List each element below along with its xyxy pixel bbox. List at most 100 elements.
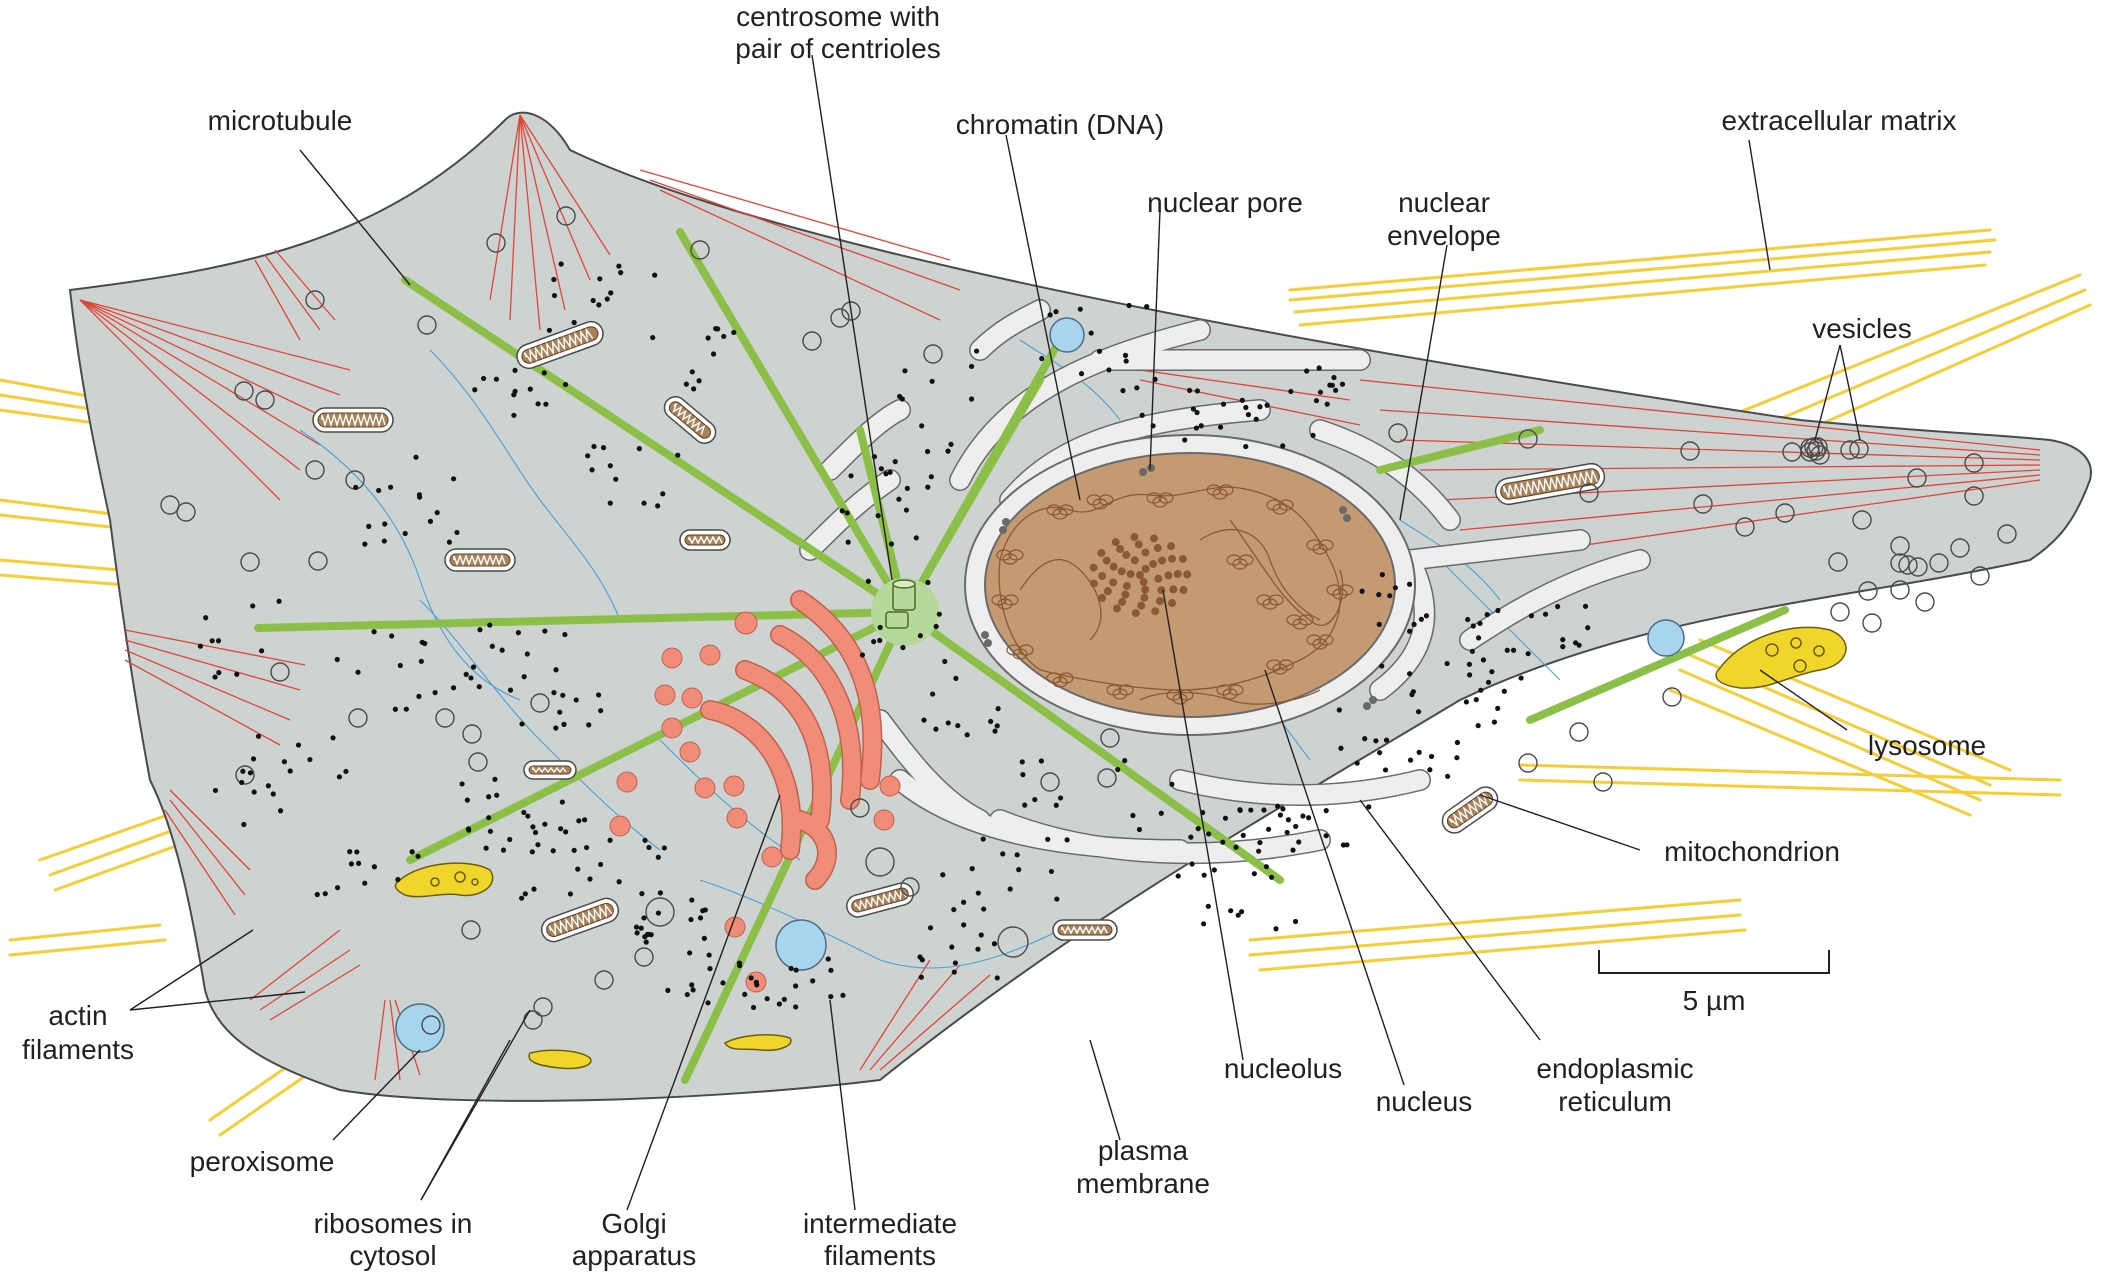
- ribosome: [878, 466, 884, 472]
- label-endoplasmic-reticulum: endoplasmic: [1536, 1053, 1693, 1084]
- ribosome: [1285, 817, 1292, 823]
- chromatin-loop: [1106, 684, 1122, 696]
- ribosome: [896, 496, 902, 502]
- ribosome: [551, 276, 557, 283]
- vesicle: [468, 752, 488, 772]
- ribosome: [295, 742, 302, 748]
- vesicle: [1097, 768, 1117, 788]
- vesicle: [308, 551, 328, 571]
- ribosome: [1475, 635, 1482, 641]
- nucleus: [984, 452, 1396, 718]
- label-chromatin: chromatin (DNA): [956, 109, 1164, 140]
- chromatin-loop: [1266, 499, 1282, 511]
- label-peroxisome: peroxisome: [190, 1146, 335, 1177]
- ribosome: [928, 474, 934, 480]
- chromatin-loop: [1262, 598, 1278, 610]
- ribosome: [353, 484, 359, 490]
- ribosome: [1053, 309, 1059, 315]
- chromatin-loop: [1212, 488, 1228, 500]
- ribosome: [543, 401, 549, 407]
- ribosome: [597, 861, 604, 868]
- ribosome: [1406, 581, 1413, 587]
- vesicle: [1970, 566, 1990, 586]
- ribosome: [992, 728, 998, 734]
- ribosome: [1373, 738, 1379, 744]
- ribosome: [684, 991, 690, 998]
- ribosome: [1407, 757, 1414, 763]
- ribosome: [1194, 409, 1200, 416]
- ribosome: [607, 463, 613, 469]
- ribosome: [276, 598, 282, 604]
- ribosome: [1466, 661, 1473, 667]
- ribosome: [1491, 719, 1498, 725]
- ribosome: [964, 732, 970, 738]
- vesicle: [1100, 728, 1120, 748]
- chromatin-loop: [1238, 554, 1254, 566]
- ribosome: [731, 329, 737, 336]
- ribosome: [1454, 755, 1460, 761]
- nucleolus-granule: [1140, 593, 1149, 602]
- ribosome: [1324, 401, 1330, 407]
- ribosome: [781, 996, 787, 1002]
- ribosome: [277, 808, 284, 814]
- chromatin-loop: [1332, 588, 1348, 600]
- nucleolus-granule: [1111, 538, 1120, 547]
- ribosome: [720, 980, 726, 986]
- ribosome: [1292, 918, 1299, 925]
- ribosome: [347, 849, 353, 855]
- ribosome: [434, 510, 440, 516]
- chromatin-loop: [1222, 688, 1238, 700]
- vesicle: [421, 1015, 441, 1035]
- ribosome: [641, 500, 647, 506]
- ribosome: [422, 640, 428, 647]
- ribosome: [459, 781, 465, 787]
- ribosome: [828, 993, 834, 1000]
- vesicle: [1828, 552, 1848, 572]
- ribosome: [1382, 767, 1389, 773]
- ribosome: [1014, 852, 1020, 858]
- chromatin-loop: [1226, 554, 1242, 566]
- ribosome: [215, 638, 222, 644]
- ribosome: [927, 925, 934, 931]
- ribosome: [1106, 367, 1112, 373]
- chromatin-loop: [1306, 539, 1322, 551]
- ribosome: [476, 684, 482, 690]
- ribosome: [1323, 808, 1329, 814]
- vesicle: [1518, 753, 1538, 773]
- ribosome: [661, 845, 667, 851]
- ribosome: [557, 709, 563, 715]
- ribosome: [371, 629, 377, 635]
- ribosome: [1078, 371, 1085, 377]
- ribosome: [287, 768, 293, 774]
- ribosome: [463, 671, 469, 677]
- ribosome: [1485, 679, 1492, 685]
- ribosome: [529, 849, 535, 855]
- chromatin-loop: [1218, 484, 1234, 496]
- ribosome: [486, 815, 492, 821]
- ribosome: [348, 861, 355, 867]
- label-plasma-membrane-line2: membrane: [1076, 1168, 1210, 1199]
- mitochondrion: [679, 529, 731, 551]
- vesicle: [1964, 453, 1984, 473]
- vesicle: [1662, 687, 1682, 707]
- ribosome: [600, 445, 607, 451]
- ribosome: [736, 960, 743, 966]
- ribosome: [1245, 411, 1252, 418]
- vesicle: [1908, 557, 1928, 577]
- ribosome: [665, 987, 671, 993]
- ribosome: [1383, 737, 1390, 743]
- nucleolus-granule: [1149, 534, 1158, 543]
- ribosome: [1115, 766, 1121, 773]
- ribosome: [1022, 802, 1028, 808]
- nucleolus-granule: [1118, 597, 1127, 606]
- ribosome: [750, 1004, 757, 1011]
- chromatin-loop: [1152, 496, 1168, 508]
- ribosome: [1126, 302, 1132, 309]
- ribosome: [839, 508, 845, 514]
- ribosome: [650, 334, 656, 341]
- ribosome: [559, 799, 565, 805]
- ribosome: [929, 378, 935, 384]
- ribosome: [472, 387, 478, 393]
- ribosome: [512, 388, 518, 394]
